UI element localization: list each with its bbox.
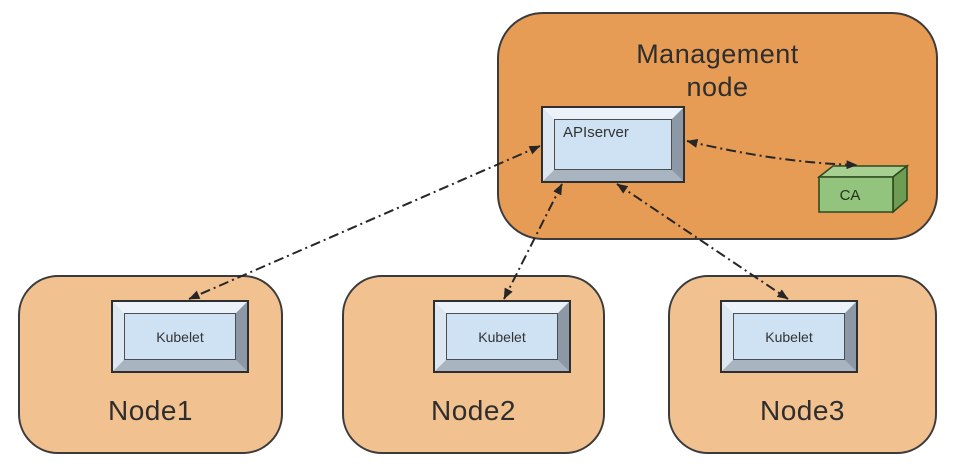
worker-node-1-label: Node1 (107, 395, 193, 426)
kubelet-node1-label: Kubelet (156, 328, 204, 345)
kubelet-node3-label: Kubelet (765, 328, 813, 345)
kubelet-node2-label: Kubelet (478, 328, 526, 345)
kubelet-box-node1: Kubelet (111, 300, 249, 373)
management-node-label: Management node (499, 38, 936, 104)
kubelet-box-node2: Kubelet (433, 300, 571, 373)
api-server-label: API server (554, 119, 672, 170)
api-server-label-line1: API (563, 124, 588, 141)
worker-node-2-label: Node2 (430, 395, 516, 426)
management-node-label-line1: Management (636, 39, 799, 69)
worker-node-3-label: Node3 (759, 395, 845, 426)
api-server-box: API server (541, 106, 685, 183)
api-server-label-line2: server (587, 124, 629, 141)
kubelet-box-node3: Kubelet (720, 300, 858, 373)
management-node-label-line2: node (686, 72, 749, 102)
